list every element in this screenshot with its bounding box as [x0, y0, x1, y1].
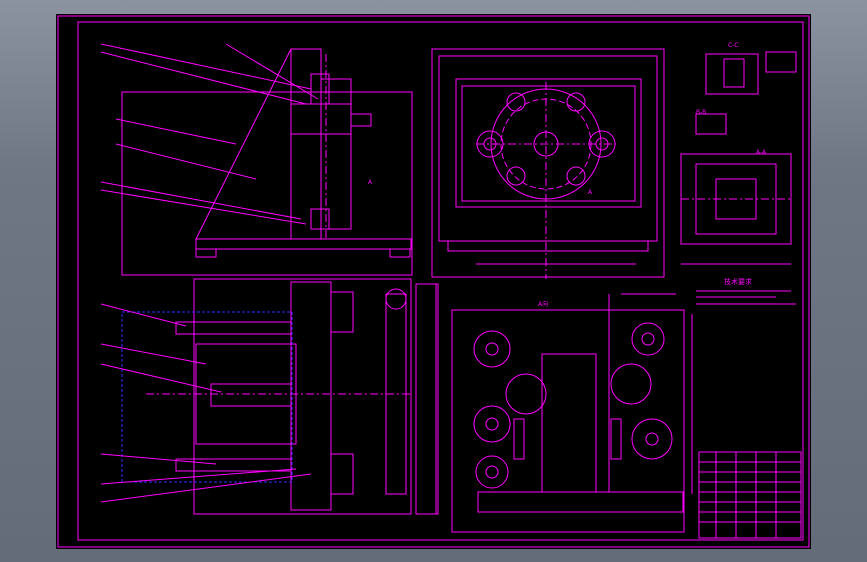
view-aa-label: A-A: [756, 149, 767, 156]
side-plate-pocket: [461, 85, 636, 202]
tech-requirements: [696, 290, 796, 305]
section-cc-bore: [723, 58, 745, 88]
leader-line: [225, 43, 319, 100]
wheel-hub: [485, 465, 499, 479]
side-plate-outer: [438, 55, 658, 242]
knob: [385, 288, 407, 310]
hole: [566, 92, 586, 112]
side-view-frame: [431, 48, 665, 278]
leader-line: [100, 343, 207, 365]
wheel-hub: [485, 417, 499, 431]
leader-line: [100, 43, 312, 90]
wheel-hub: [641, 332, 655, 346]
sheet-outer-border: [57, 15, 810, 548]
leader-line: [100, 189, 307, 225]
side-base: [447, 240, 649, 252]
leader-line: [100, 468, 297, 485]
drawing-viewport[interactable]: C-C B-B A-A A A向 A 技术要求: [56, 14, 811, 549]
wheel: [631, 322, 665, 356]
drawing-canvas[interactable]: C-C B-B A-A A A向 A 技术要求: [56, 14, 811, 549]
section-title: 技术要求: [724, 277, 752, 286]
bottom-view-label: A向: [538, 300, 548, 308]
top-view-label: A: [588, 189, 593, 196]
section-bb-label: B-B: [696, 109, 706, 116]
wheel: [475, 455, 509, 489]
a-view-base: [477, 491, 684, 513]
wheel-hub: [485, 342, 499, 356]
pin: [610, 418, 622, 460]
side-strip: [415, 283, 439, 515]
top-view[interactable]: [100, 278, 439, 515]
a-view-frame: [451, 309, 685, 533]
hole: [566, 166, 586, 186]
hole: [506, 166, 526, 186]
base-foot-right: [389, 248, 411, 258]
section-aa-body: [695, 163, 777, 235]
leader-line: [100, 181, 302, 220]
title-block-frame: [698, 451, 802, 539]
section-cc-label: C-C: [728, 42, 739, 49]
top-clamp-upper: [330, 291, 354, 333]
leader-line: [100, 51, 307, 105]
leader-line: [100, 453, 217, 465]
wheel: [473, 405, 511, 443]
a-direction-view[interactable]: [451, 293, 693, 533]
support-rib: [195, 48, 292, 240]
wheel: [610, 363, 652, 405]
leader-line: [100, 473, 312, 503]
base-plate: [195, 238, 412, 250]
pin-block-lower: [310, 208, 330, 230]
fixture-plate: [290, 48, 322, 240]
top-clamp-lower: [330, 453, 354, 495]
center-rod: [210, 383, 292, 407]
section-bb-detail: [695, 113, 727, 135]
front-view[interactable]: [100, 43, 413, 276]
leader-line: [115, 118, 237, 145]
wheel-hub: [645, 432, 659, 446]
section-views[interactable]: [680, 51, 797, 265]
section-cc-callout: [765, 51, 797, 73]
title-block[interactable]: [698, 451, 802, 539]
selection-box[interactable]: [121, 311, 293, 483]
section-cc-detail: [705, 53, 759, 95]
hole: [506, 92, 526, 112]
wheel: [473, 330, 511, 368]
leader-line: [100, 363, 222, 393]
side-plate-inner: [455, 78, 642, 208]
leader-line: [115, 143, 257, 180]
pin: [513, 418, 525, 460]
locating-rod-upper: [175, 321, 292, 335]
sheet-inner-border: [77, 21, 804, 541]
locating-rod-lower: [175, 458, 292, 472]
wheel: [505, 373, 547, 415]
clamp-body: [320, 78, 352, 230]
front-view-frame: [121, 91, 413, 276]
wheel: [631, 418, 673, 460]
leader-line: [100, 303, 187, 327]
top-view-frame: [193, 278, 412, 515]
section-mark-left: A: [368, 179, 373, 186]
base-foot-left: [195, 248, 217, 258]
clamp-handle: [350, 113, 372, 127]
side-view[interactable]: [431, 48, 665, 279]
a-view-column: [541, 353, 597, 493]
